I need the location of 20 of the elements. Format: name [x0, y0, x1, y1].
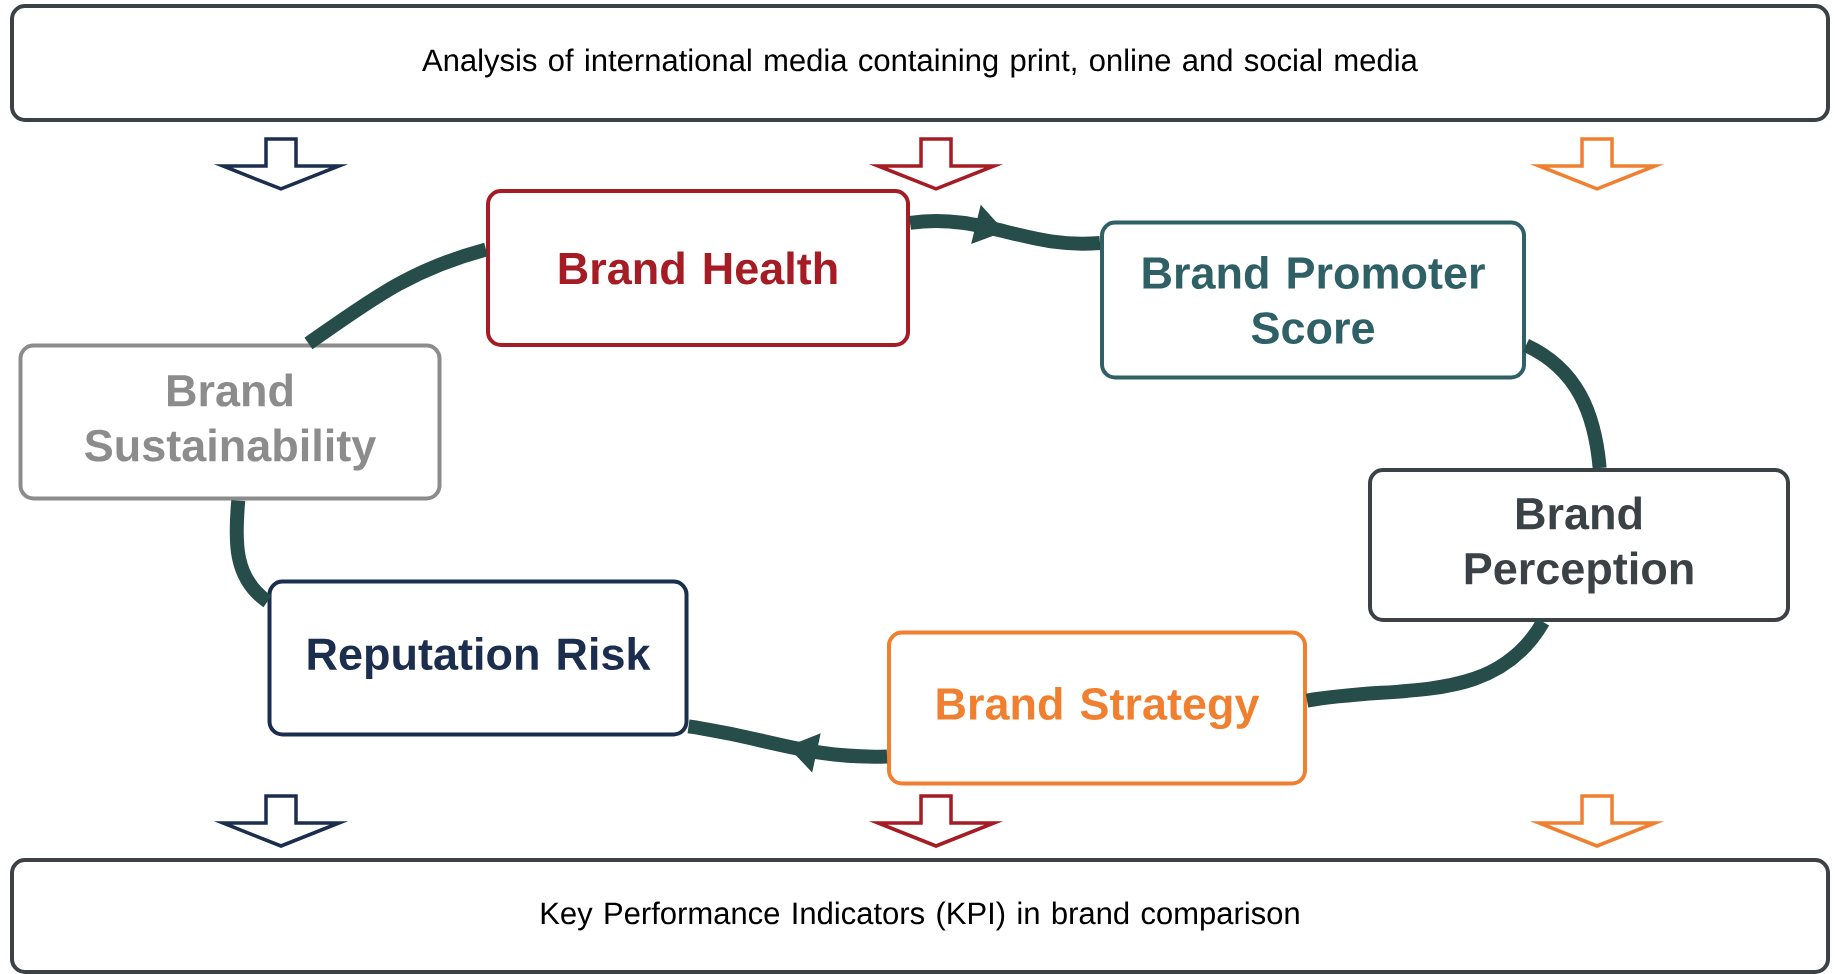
block-arrow	[1529, 794, 1665, 848]
cycle-arrow	[909, 204, 1101, 251]
process-box: Brand Strategy	[887, 630, 1307, 786]
cycle-line	[1522, 339, 1607, 469]
block-arrow	[213, 137, 349, 191]
block-arrow	[868, 137, 1004, 191]
process-box: Brand Health	[486, 189, 910, 347]
block-arrow	[868, 794, 1004, 848]
process-box: Brand Promoter Score	[1100, 220, 1526, 380]
block-arrow	[1529, 137, 1665, 191]
cycle-line	[304, 242, 488, 350]
process-box: Brand Perception	[1368, 468, 1791, 622]
banner-box: Key Performance Indicators (KPI) in brand comparison	[10, 858, 1831, 974]
process-box: Reputation Risk	[267, 579, 689, 737]
banner-box: Analysis of international media containing print, online and social media	[10, 4, 1831, 122]
block-arrow	[213, 794, 349, 848]
cycle-arrow	[687, 719, 888, 773]
cycle-line	[229, 499, 272, 608]
process-box: Brand Sustainability	[18, 343, 442, 501]
cycle-line	[1306, 618, 1549, 708]
